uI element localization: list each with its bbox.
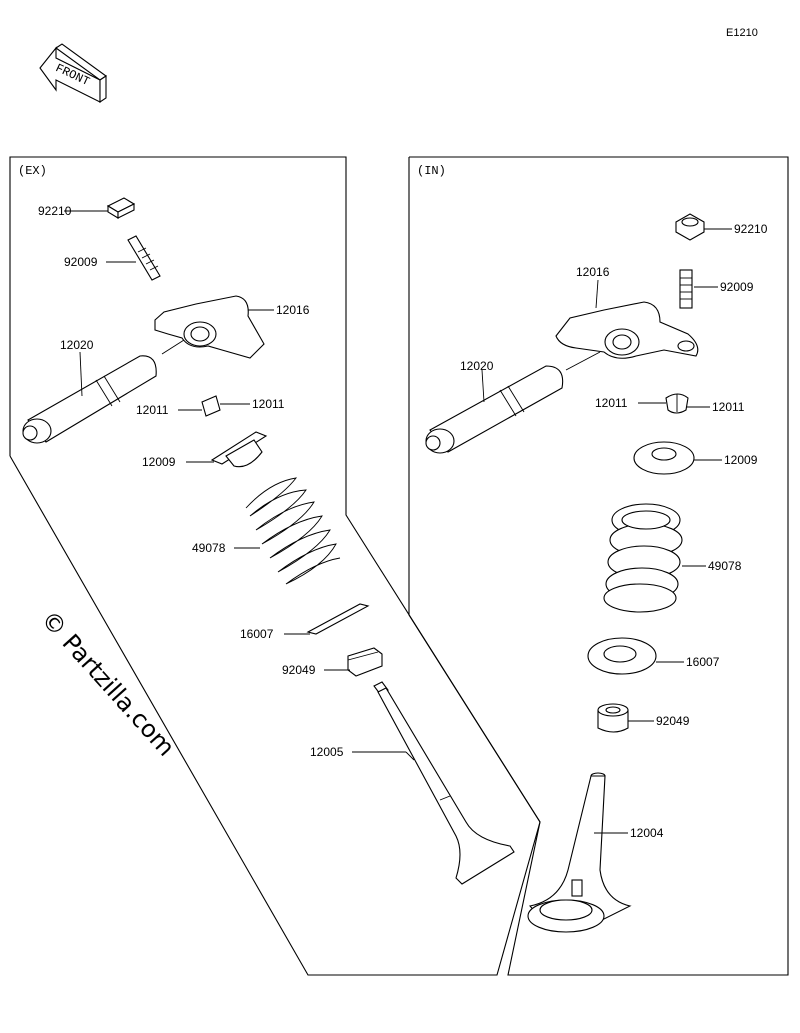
in-nut-label: 92210: [734, 222, 768, 236]
ex-nut-part: [106, 197, 136, 219]
in-valve-label: 12004: [630, 826, 664, 840]
ex-seat-label: 16007: [240, 627, 274, 641]
in-valve-part: [527, 772, 632, 933]
ex-valve-part: [373, 681, 515, 885]
ex-seat-part: [306, 603, 370, 635]
in-section-label: (IN): [417, 164, 446, 178]
in-nut-part: [675, 213, 705, 241]
ex-shaft-part: [22, 355, 157, 444]
ex-nut-label: 92210: [38, 204, 72, 218]
in-spring-label: 49078: [708, 559, 742, 573]
ex-keeper-right-label: 12011: [252, 397, 285, 411]
in-adjuster-part: [679, 269, 693, 309]
in-keeper-left-label: 12011: [595, 396, 628, 410]
in-section-frame: [408, 156, 789, 976]
ex-adjuster-label: 92009: [64, 255, 98, 269]
ex-spring-part: [245, 477, 341, 585]
in-shaft-part: [425, 365, 564, 454]
ex-rocker-arm-part: [154, 295, 265, 359]
in-seat-part: [587, 637, 657, 675]
in-rocker-arm-part: [555, 301, 699, 359]
front-arrow-icon: FRONT: [39, 43, 107, 104]
in-shaft-label: 12020: [460, 359, 494, 373]
ex-shaft-label: 12020: [60, 338, 94, 352]
in-keeper-right-label: 12011: [712, 400, 745, 414]
ex-retainer-part: [210, 431, 268, 468]
in-seal-label: 92049: [656, 714, 690, 728]
in-keeper-part: [665, 393, 689, 414]
diagram-code: E1210: [726, 27, 758, 39]
in-spring-part: [603, 503, 683, 613]
ex-spring-label: 49078: [192, 541, 226, 555]
ex-valve-label: 12005: [310, 745, 344, 759]
in-seal-part: [597, 703, 629, 733]
ex-keeper-part: [201, 395, 221, 417]
in-seat-label: 16007: [686, 655, 720, 669]
in-retainer-label: 12009: [724, 453, 758, 467]
ex-rocker-arm-label: 12016: [276, 303, 310, 317]
ex-seal-label: 92049: [282, 663, 316, 677]
ex-section-label: (EX): [18, 164, 47, 178]
ex-retainer-label: 12009: [142, 455, 176, 469]
in-retainer-part: [633, 441, 695, 475]
watermark-text: © Partzilla.com: [36, 605, 181, 761]
ex-adjuster-part: [127, 235, 161, 281]
in-adjuster-label: 92009: [720, 280, 754, 294]
ex-seal-part: [347, 647, 383, 677]
ex-keeper-left-label: 12011: [136, 403, 169, 417]
in-rocker-arm-label: 12016: [576, 265, 610, 279]
